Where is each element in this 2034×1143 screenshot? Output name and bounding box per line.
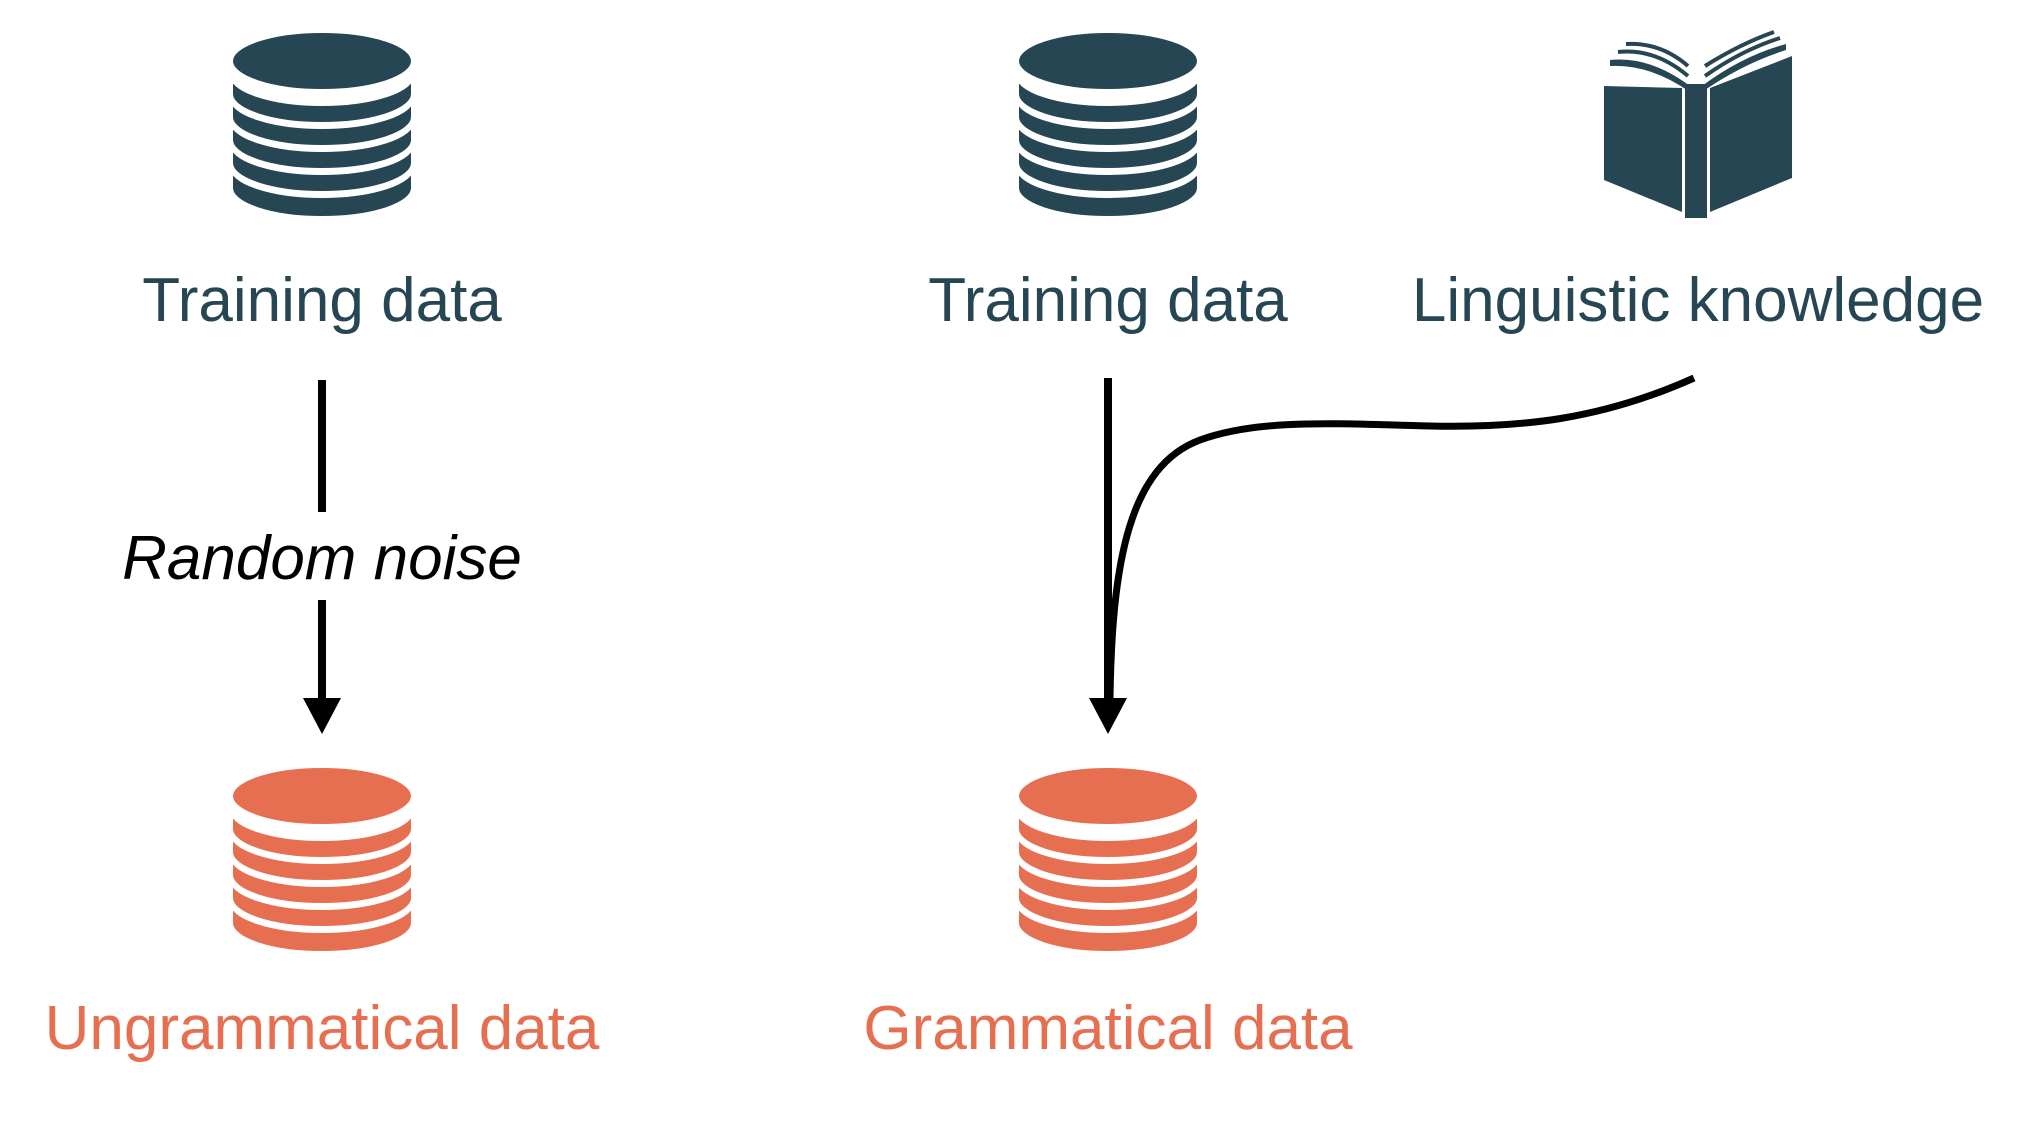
linguistic-knowledge-label: Linguistic knowledge bbox=[1411, 266, 1985, 335]
right-source-label: Training data bbox=[928, 266, 1288, 335]
database-icon bbox=[1015, 29, 1201, 220]
random-noise-label: Random noise bbox=[122, 524, 522, 593]
left-output-label: Ungrammatical data bbox=[44, 994, 600, 1063]
arrow-right-head bbox=[1089, 698, 1127, 734]
database-icon bbox=[229, 764, 415, 955]
arrow-left-head bbox=[303, 698, 341, 734]
arrow-knowledge-curve bbox=[1106, 374, 1696, 699]
database-icon bbox=[229, 29, 415, 220]
open-book-icon bbox=[1604, 30, 1792, 218]
left-source-label: Training data bbox=[142, 266, 502, 335]
right-output-label: Grammatical data bbox=[863, 994, 1353, 1063]
database-icon bbox=[1015, 764, 1201, 955]
